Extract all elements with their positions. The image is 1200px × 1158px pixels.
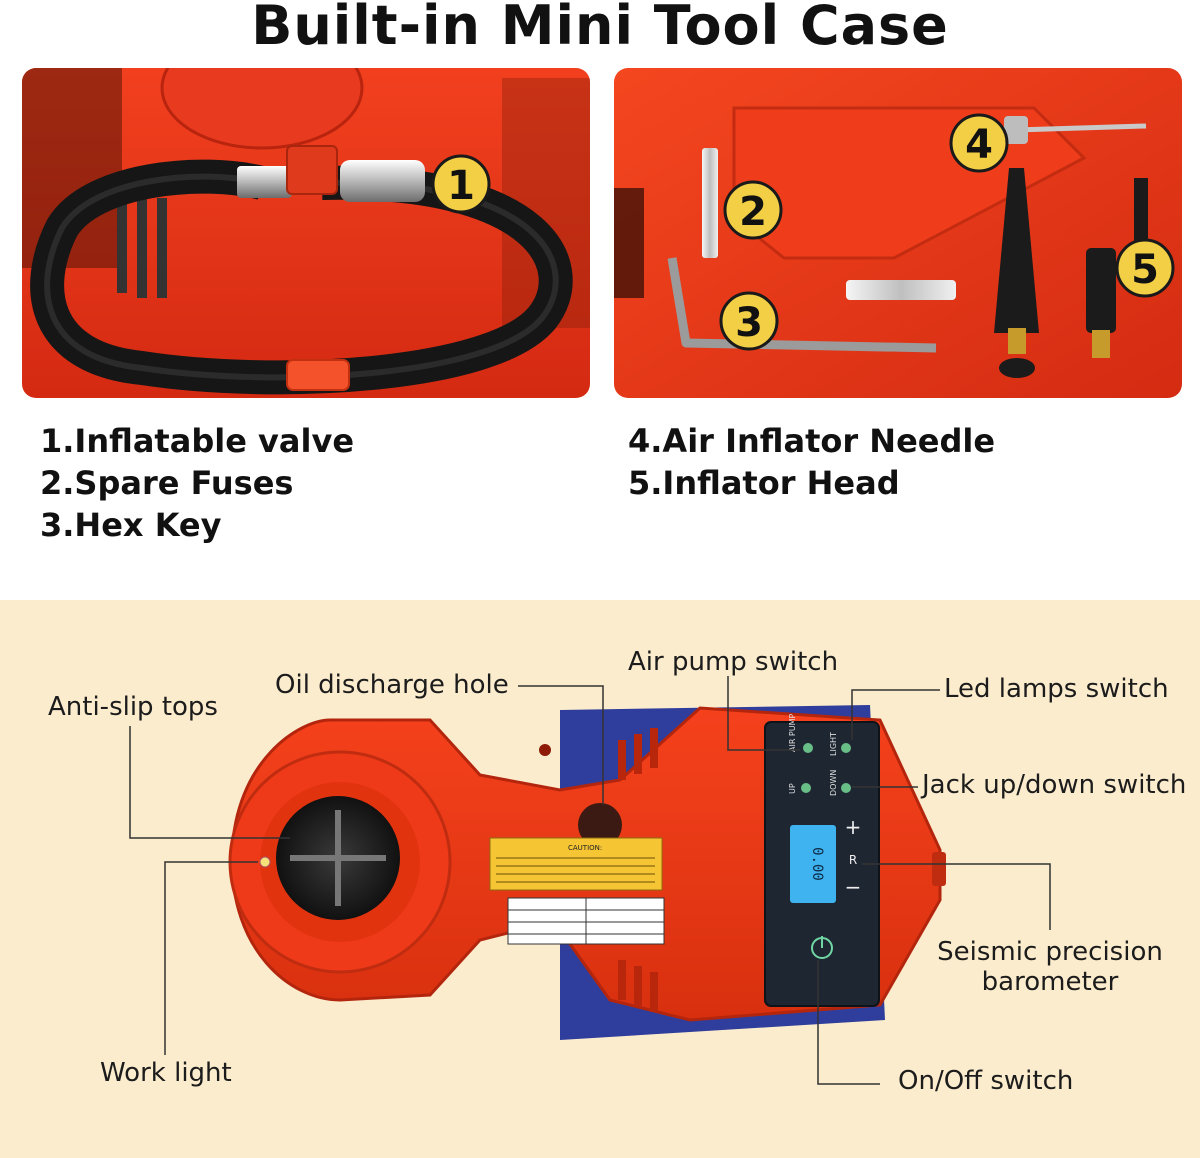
parts-list-item: 4.Air Inflator Needle [628, 422, 996, 460]
callout-work-light: Work light [100, 1058, 232, 1088]
lcd-display [790, 825, 836, 903]
number-badges: 1 2 3 4 5 [431, 113, 1175, 351]
up-button [801, 783, 811, 793]
callout-jack-up-down-switch: Jack up/down switch [922, 770, 1187, 800]
badge-3-number: 3 [735, 300, 763, 346]
work-light-dot [259, 856, 271, 868]
parts-list-right: 4.Air Inflator Needle 5.Inflator Head [628, 420, 995, 504]
badge-1-number: 1 [447, 163, 475, 209]
callout-on-off-switch: On/Off switch [898, 1066, 1074, 1096]
callout-seismic-precision-barometer: Seismic precision barometer [930, 937, 1170, 997]
light-button [841, 743, 851, 753]
electric-jack-device: CAUTION: 0.00 AIR PUMP LIGHT UP DOWN + R… [228, 705, 946, 1040]
plus-button: + [845, 815, 862, 839]
badge-3: 3 [719, 291, 779, 351]
parts-list-item: 2.Spare Fuses [40, 464, 294, 502]
air-pump-button [803, 743, 813, 753]
callout-leader-lines [129, 676, 1051, 1085]
badge-1: 1 [431, 154, 491, 214]
callout-air-pump-switch: Air pump switch [628, 647, 839, 677]
parts-list-item: 5.Inflator Head [628, 464, 900, 502]
panel-air-pump-label: AIR PUMP [788, 713, 797, 752]
page-title: Built-in Mini Tool Case [251, 0, 949, 57]
callout-barometer-line2: barometer [981, 967, 1119, 997]
badge-2-number: 2 [739, 189, 767, 235]
tool-case-photo-hose [22, 68, 590, 398]
tool-case-photo-accessories [614, 68, 1182, 398]
badge-4: 4 [949, 113, 1009, 173]
lcd-value: 0.00 [809, 847, 825, 881]
parts-list-item: 1.Inflatable valve [40, 422, 355, 460]
r-button: R [849, 853, 857, 867]
callout-barometer-line1: Seismic precision [937, 937, 1163, 967]
badge-5: 5 [1115, 238, 1175, 298]
callout-oil-discharge-hole: Oil discharge hole [275, 670, 509, 700]
panel-up-label: UP [788, 783, 797, 794]
callout-led-lamps-switch: Led lamps switch [944, 674, 1169, 704]
caution-label-title: CAUTION: [568, 844, 602, 852]
parts-list-item: 3.Hex Key [40, 506, 222, 544]
callout-anti-slip-tops: Anti-slip tops [48, 692, 218, 722]
badge-5-number: 5 [1131, 247, 1159, 293]
badge-4-number: 4 [965, 122, 993, 168]
panel-light-label: LIGHT [829, 732, 838, 756]
badge-2: 2 [723, 180, 783, 240]
minus-button: − [845, 875, 862, 899]
down-button [841, 783, 851, 793]
panel-down-label: DOWN [829, 770, 838, 796]
parts-list-left: 1.Inflatable valve 2.Spare Fuses 3.Hex K… [40, 420, 354, 546]
